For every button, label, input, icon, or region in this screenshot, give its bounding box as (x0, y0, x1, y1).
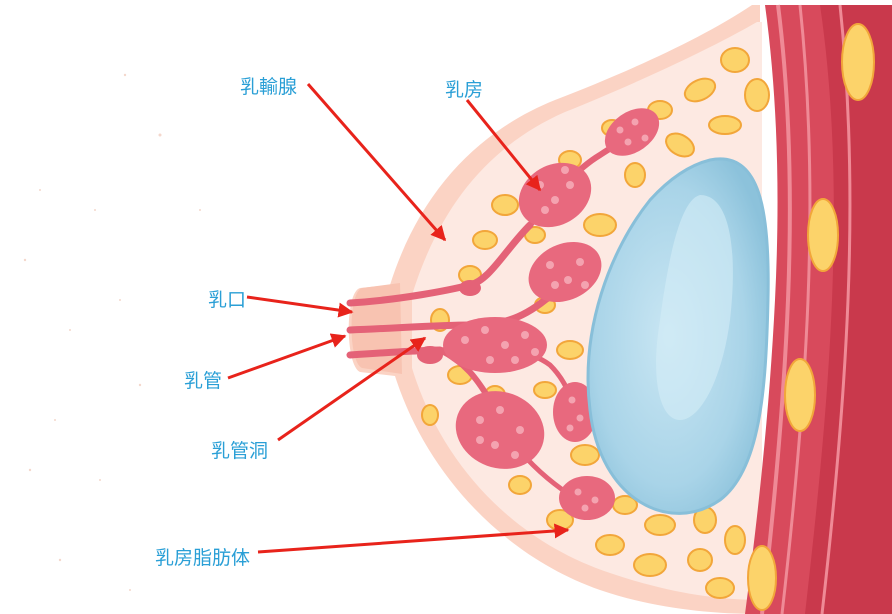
label-areola-gland: 乳輸腺 (240, 76, 298, 98)
duct-sinus (417, 346, 443, 364)
arrow-breast (465, 99, 542, 192)
pointer-arrows (227, 83, 570, 554)
arrow-fat-tissue (257, 523, 570, 554)
label-duct-sinus: 乳管洞 (211, 440, 269, 462)
background-speckles (23, 73, 201, 591)
lobules (443, 108, 660, 520)
duct-sinus-2 (459, 280, 481, 296)
label-fat-tissue: 乳房脂肪体 (155, 547, 251, 569)
arrow-nipple-opening (246, 295, 354, 318)
arrow-duct (227, 333, 347, 380)
muscle-layer-stripe-3 (820, 4, 852, 614)
muscle-layer-stripe-2 (780, 4, 812, 614)
lobule-texture (461, 118, 649, 512)
arrow-duct-sinus (277, 336, 427, 442)
muscle-fat-cells (747, 23, 875, 611)
arrow-areola-gland (306, 83, 447, 242)
label-nipple-opening: 乳口 (208, 289, 247, 311)
muscle-layer-stripe-1 (760, 4, 792, 614)
label-duct: 乳管 (184, 370, 223, 392)
label-breast: 乳房 (445, 79, 484, 101)
implant-highlight (656, 195, 733, 420)
